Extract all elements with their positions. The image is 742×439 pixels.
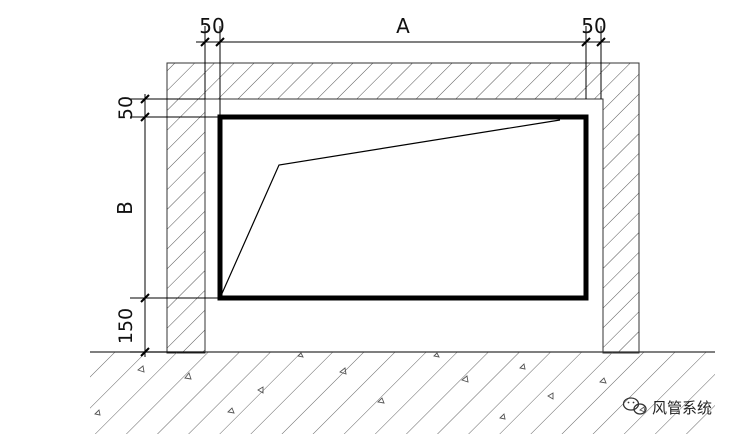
dim-label-width-a: A: [396, 14, 410, 38]
top-dimension-chain: [196, 26, 610, 117]
watermark-text: 风管系统: [652, 399, 712, 417]
aggregate-marks: [94, 352, 646, 420]
dim-label-top-right: 50: [581, 14, 606, 38]
dim-label-left-bottom: 150: [115, 308, 137, 344]
dim-label-left-top: 50: [115, 96, 137, 120]
dim-label-height-b: B: [113, 201, 137, 215]
left-dimension-chain: [130, 94, 220, 357]
watermark: 风管系统: [622, 397, 712, 417]
duct-outline: [217, 114, 589, 301]
dim-label-top-left: 50: [199, 14, 224, 38]
floor-slab: [90, 351, 715, 434]
wechat-icon: [622, 397, 647, 415]
